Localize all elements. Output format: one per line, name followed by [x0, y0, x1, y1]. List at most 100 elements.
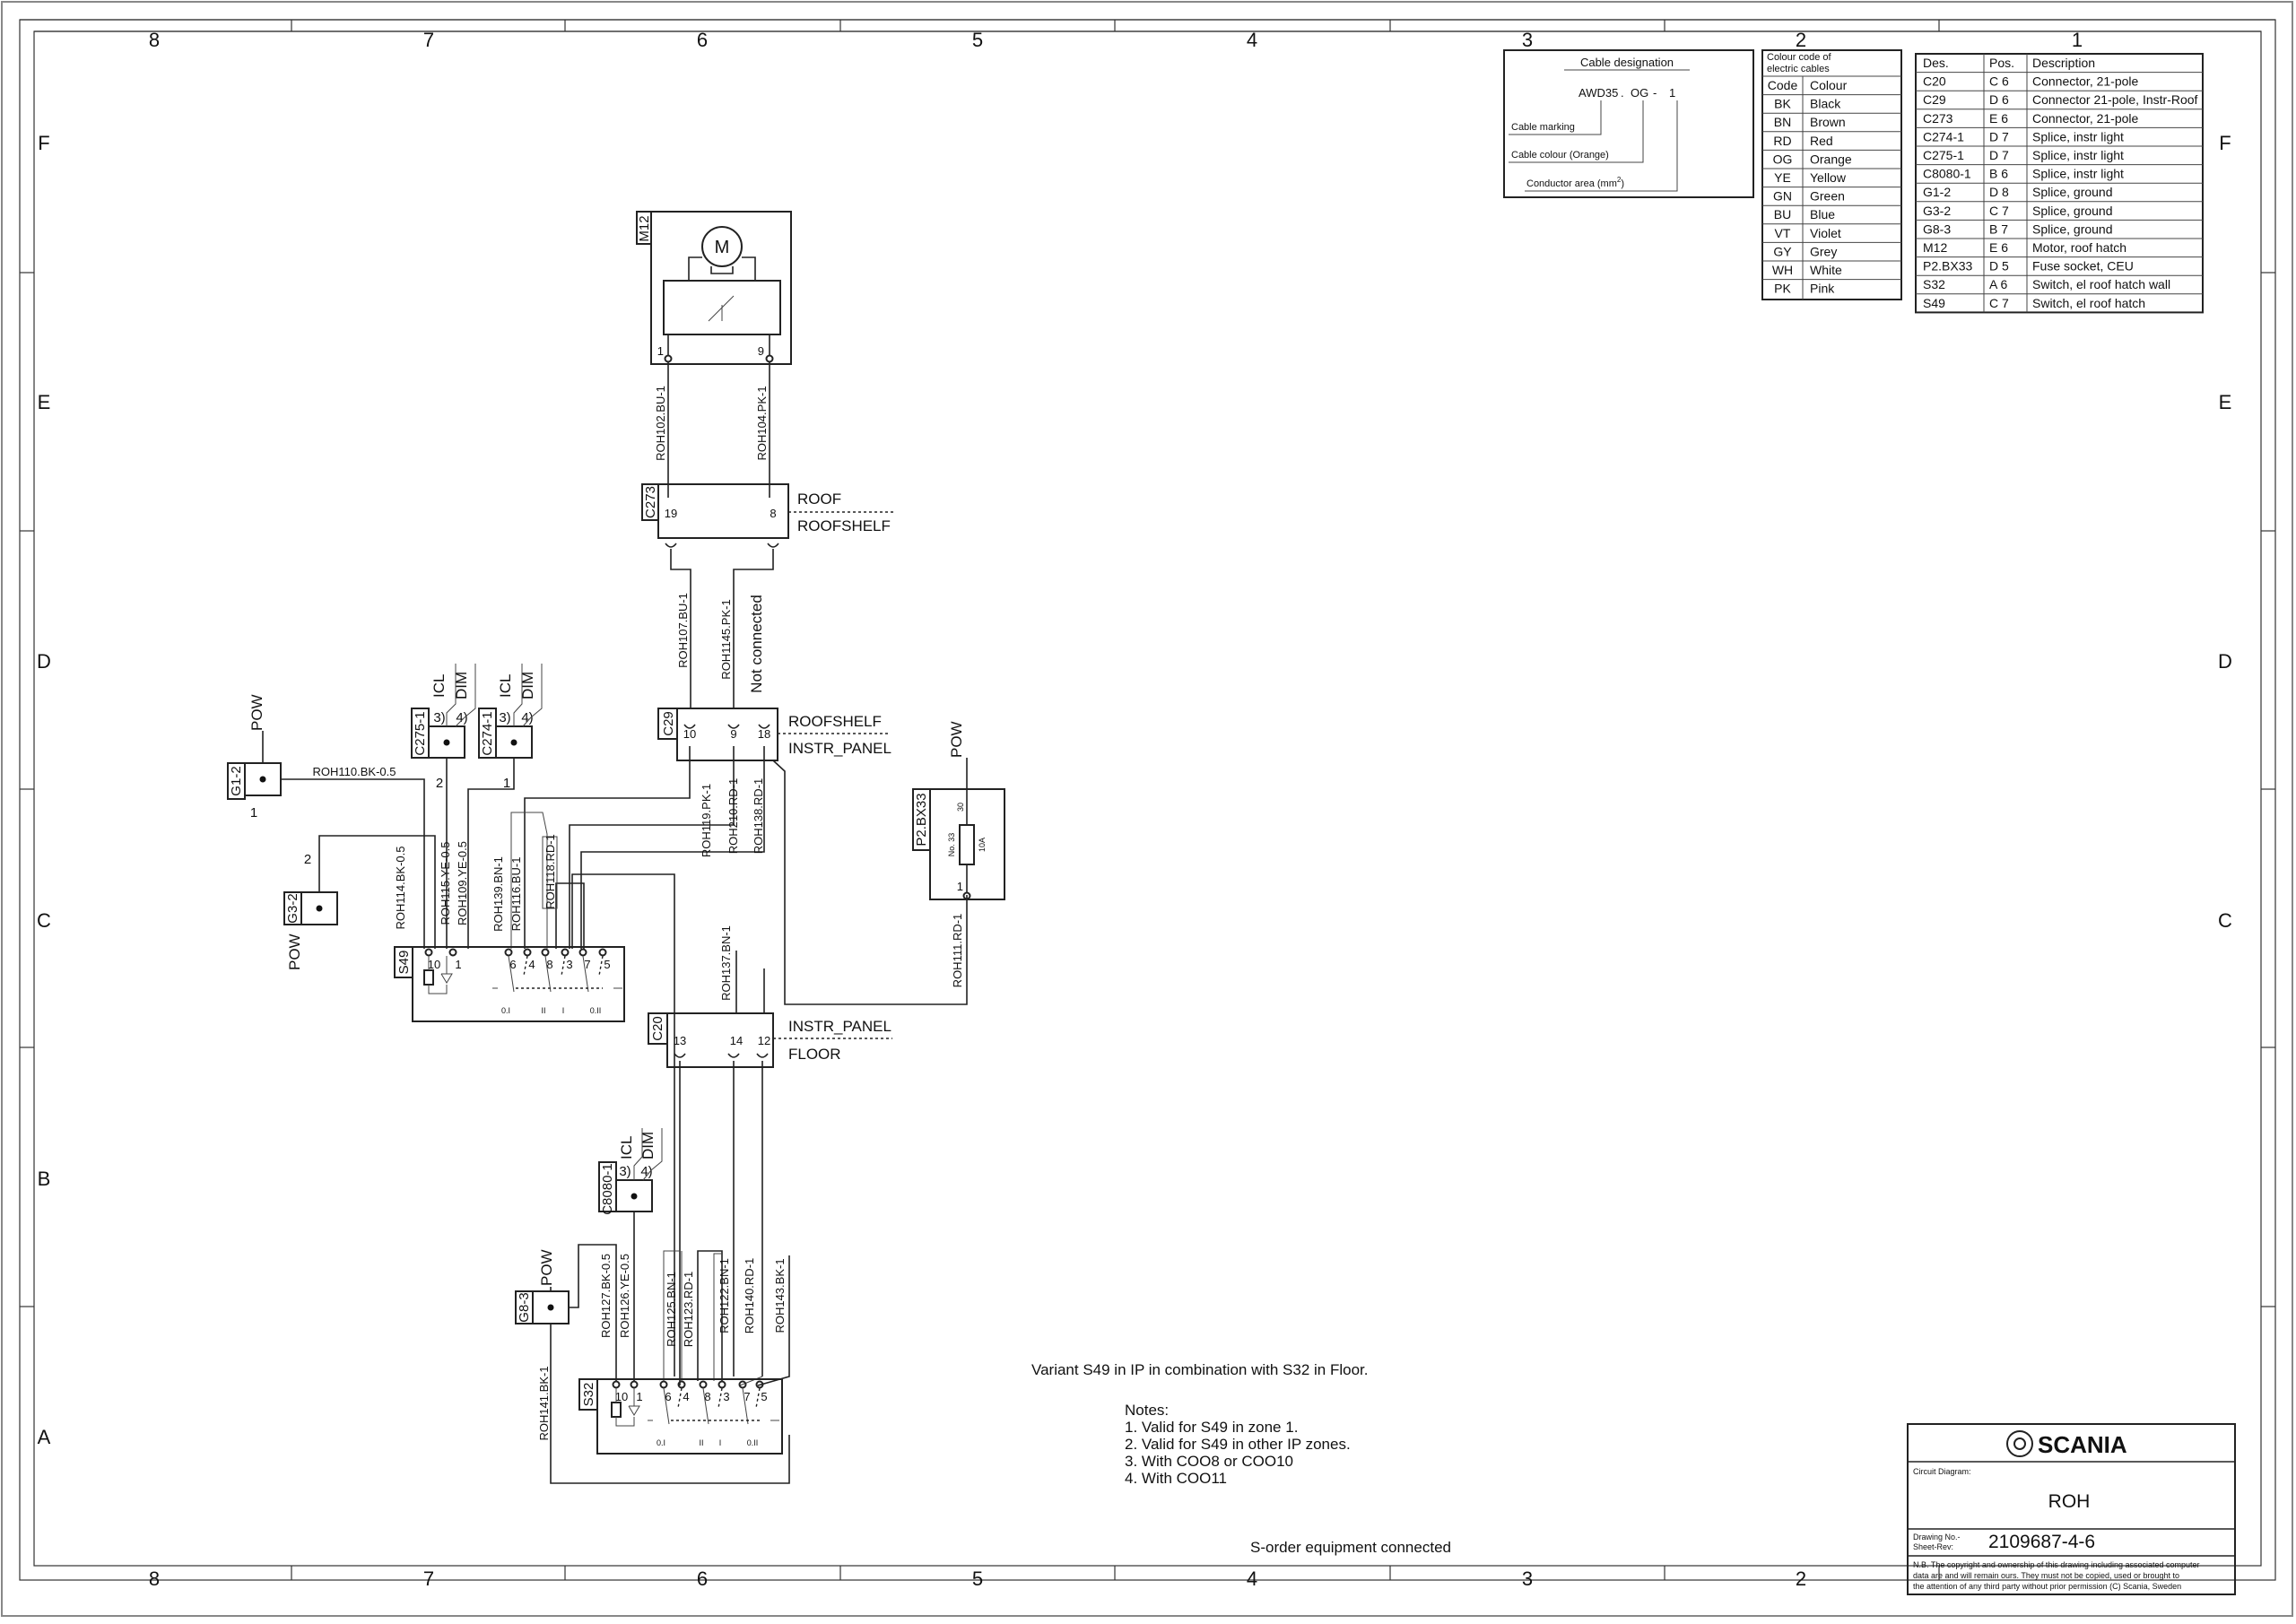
colour-code: PK	[1774, 282, 1791, 296]
component-header: Des.	[1923, 56, 1949, 70]
switch-pin-label: 10	[615, 1390, 628, 1403]
m12-pin: 1	[657, 344, 664, 358]
colour-name: Violet	[1810, 226, 1841, 240]
switch-pin-label: 7	[744, 1390, 750, 1403]
colour-code: BN	[1774, 115, 1791, 129]
c29-pin: 18	[758, 727, 770, 741]
component-description: Switch, el roof hatch wall	[2032, 277, 2170, 291]
component-position: B 7	[1989, 221, 2008, 236]
icl-label: ICL	[430, 674, 448, 698]
colour-code: WH	[1772, 263, 1793, 277]
dim-label: DIM	[639, 1132, 657, 1159]
wire-label: ROH141.BK-1	[537, 1366, 551, 1440]
note-ref: 4)	[521, 710, 533, 725]
component-position: C 6	[1989, 74, 2009, 89]
component-position: E 6	[1989, 240, 2008, 255]
component-designation: P2.BX33	[1923, 259, 1972, 274]
switch-pin-label: 6	[509, 958, 516, 971]
wire-label: ROH140.RD-1	[743, 1258, 756, 1334]
component-position: D 5	[1989, 259, 2009, 274]
c29-pin: 10	[683, 727, 696, 741]
component-description: Fuse socket, CEU	[2032, 259, 2134, 274]
note-ref: 4)	[456, 710, 467, 725]
wire-label: ROH123.RD-1	[682, 1272, 695, 1348]
dim-label: DIM	[519, 672, 536, 699]
component-designation: C8080-1	[1923, 167, 1971, 181]
row-label: F	[38, 132, 49, 154]
roof-label: ROOF	[797, 491, 841, 508]
note-ref: 3)	[619, 1164, 631, 1179]
wire-label: ROH122.BN-1	[718, 1258, 731, 1333]
colour-header: Code	[1768, 78, 1798, 92]
drawing-no-label: Drawing No.-	[1913, 1533, 1961, 1541]
wire-label: ROH118.RD-1	[544, 834, 557, 909]
switch-pin-label: 3	[566, 958, 572, 971]
motor-m12: M12 M 1 9	[636, 211, 792, 365]
col-label: 8	[149, 1568, 160, 1590]
motor-symbol: M	[715, 238, 730, 257]
switch-pin-label: 8	[704, 1390, 710, 1403]
dim-label: DIM	[453, 672, 470, 699]
component-position: C 7	[1989, 296, 2009, 310]
c20-pin: 12	[758, 1034, 770, 1047]
component-position: B 6	[1989, 167, 2008, 181]
colour-code: BU	[1774, 207, 1791, 221]
component-description: Splice, instr light	[2032, 167, 2124, 181]
colour-name: Pink	[1810, 282, 1835, 296]
component-designation: G8-3	[1923, 221, 1951, 236]
variant-note: Variant S49 in IP in combination with S3…	[1031, 1361, 1368, 1378]
colour-name: Grey	[1810, 244, 1837, 258]
colour-code: GN	[1773, 189, 1792, 204]
row-label: D	[2218, 650, 2232, 673]
col-label: 5	[972, 29, 983, 51]
note-ref: 3)	[499, 710, 510, 725]
colour-header: Colour	[1810, 78, 1848, 92]
fuse-pin: 1	[957, 880, 963, 893]
colour-name: Orange	[1810, 152, 1852, 166]
switch-pin-label: 4	[528, 958, 535, 971]
pow-label: POW	[538, 1249, 555, 1286]
copyright-line: N.B. The copyright and ownership of this…	[1913, 1560, 2200, 1569]
row-label: F	[2219, 132, 2231, 154]
col-label: 7	[423, 29, 434, 51]
c29-pin: 9	[730, 727, 736, 741]
fuse-pin: 30	[956, 803, 965, 812]
pow-label: POW	[286, 934, 303, 970]
colour-code: OG	[1773, 152, 1793, 166]
splice-g1-2: G1-2 POW 1	[227, 694, 282, 821]
fuse-number: No. 33	[947, 833, 956, 857]
cable-marking-label: Cable marking	[1511, 122, 1575, 133]
col-label: 2	[1796, 29, 1806, 51]
component-designation: C273	[1923, 111, 1953, 126]
splice-c274-1: C274-1 3) 4) ICL DIM 1	[478, 664, 543, 791]
connector-c20: C20 13 14 12 INSTR_PANEL FLOOR	[648, 1012, 892, 1068]
splice-c8080-1: C8080-1 3) 4) ICL DIM	[598, 1128, 663, 1215]
brand-name: SCANIA	[2038, 1431, 2127, 1458]
component-position: D 7	[1989, 129, 2009, 143]
component-position: C 7	[1989, 204, 2009, 218]
copyright-line: data are and will remain ours. They must…	[1913, 1571, 2179, 1580]
c273-label: C273	[643, 486, 658, 518]
col-label: 6	[697, 29, 708, 51]
col-label: 4	[1247, 1568, 1257, 1590]
colour-code: GY	[1773, 244, 1792, 258]
note-item: 2. Valid for S49 in other IP zones.	[1125, 1436, 1351, 1453]
switch-pin	[448, 948, 457, 957]
instr-panel-label: INSTR_PANEL	[788, 740, 891, 757]
cable-example-colour: OG	[1631, 86, 1648, 100]
col-label: 5	[972, 1568, 983, 1590]
wire-label: ROH137.BN-1	[719, 925, 733, 1001]
component-description: Splice, instr light	[2032, 129, 2124, 143]
wire-label: ROH110.BK-0.5	[313, 765, 396, 778]
switch-pin	[612, 1380, 621, 1389]
switch-pin	[677, 1380, 686, 1389]
wire-label: ROH143.BK-1	[773, 1258, 787, 1333]
instr-panel-label: INSTR_PANEL	[788, 1018, 891, 1035]
splice-g8-3: G8-3 POW	[515, 1244, 790, 1484]
c2741-pin: 1	[503, 776, 510, 791]
component-description: Connector 21-pole, Instr-Roof	[2032, 92, 2198, 107]
wire-label: ROH107.BU-1	[676, 593, 690, 668]
